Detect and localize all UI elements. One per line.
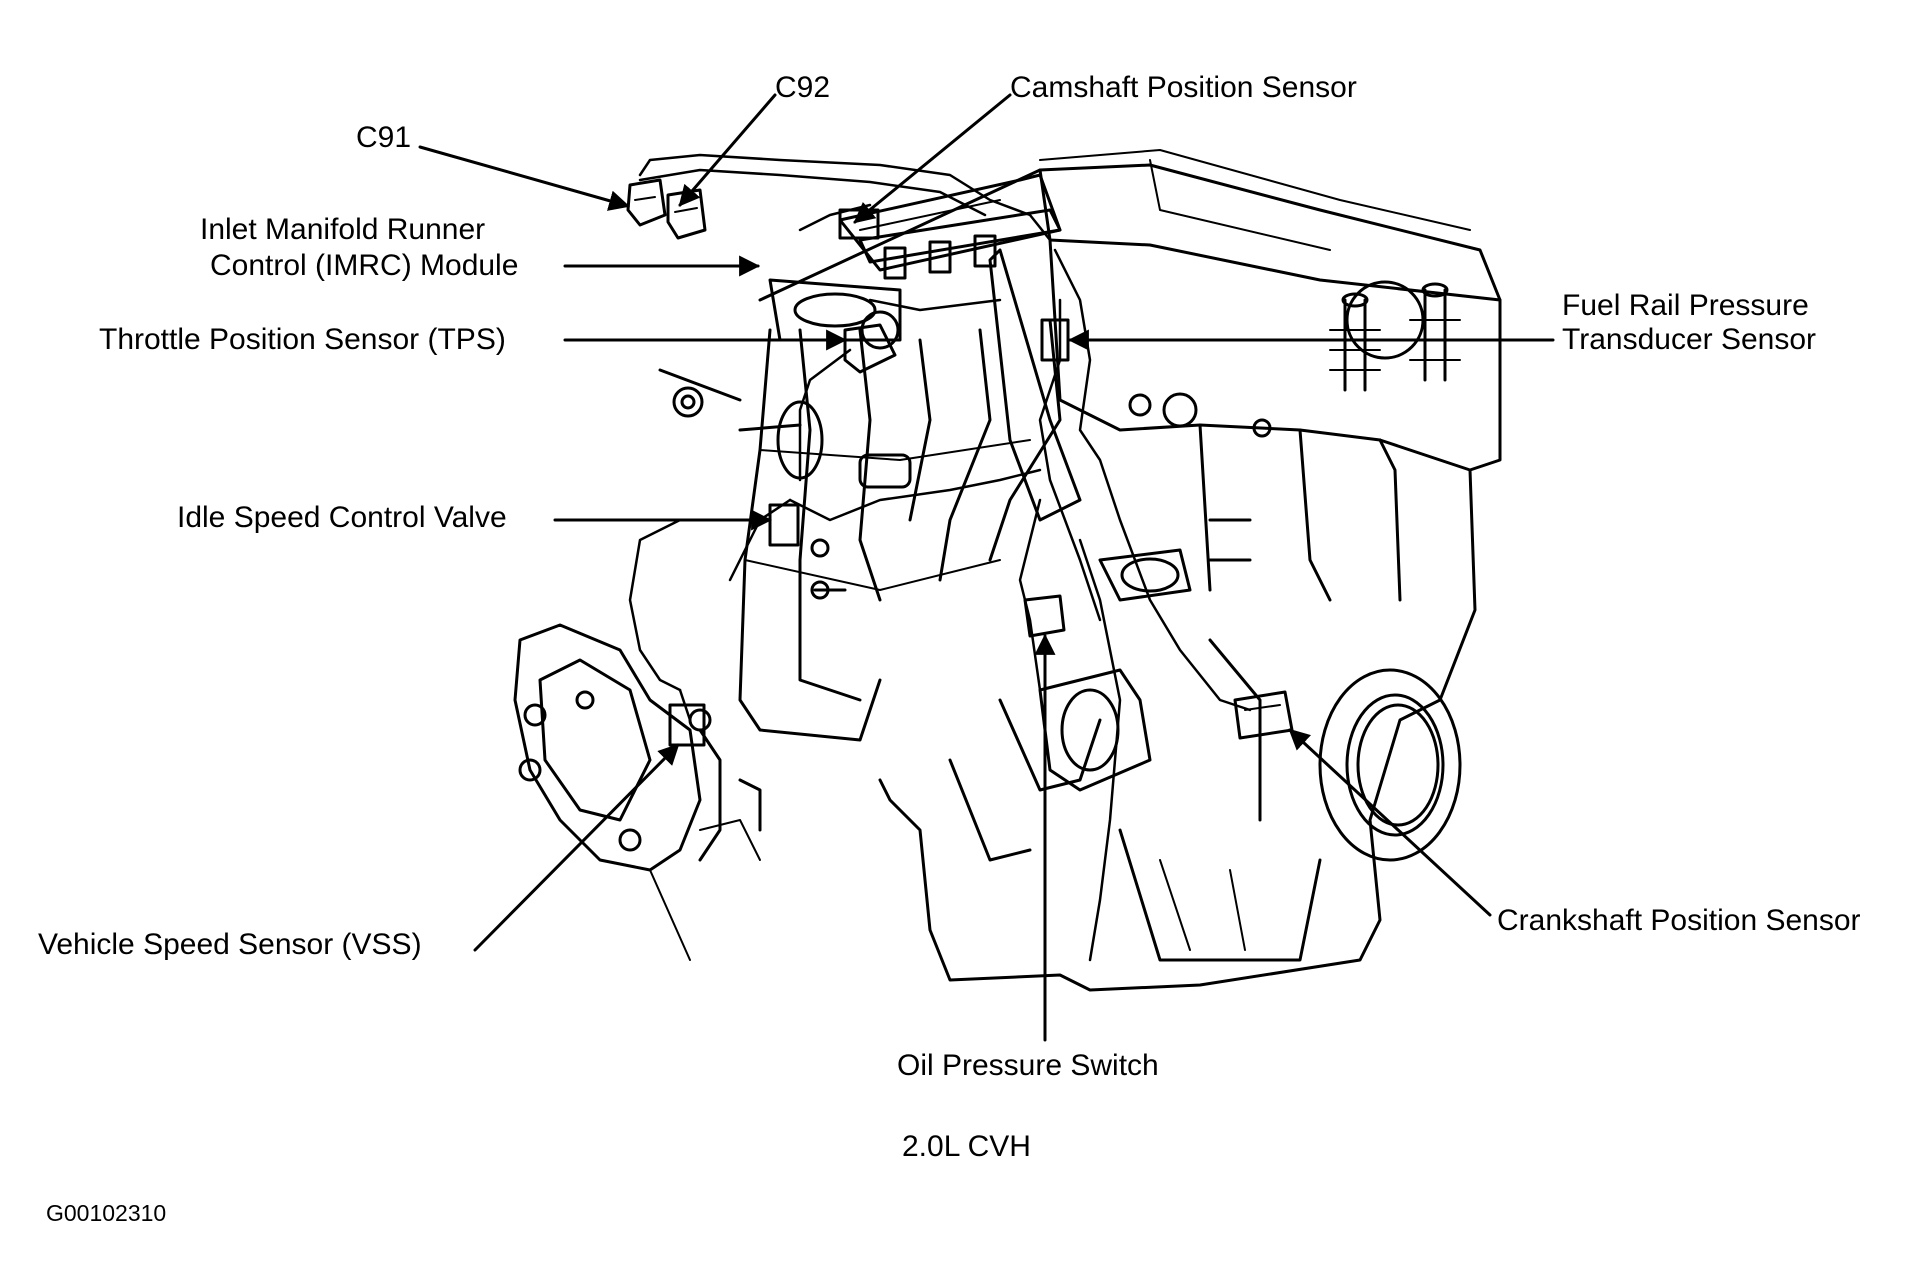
engine-block — [758, 149, 1502, 992]
fuel-rail-label-line2: Transducer Sensor — [1562, 323, 1817, 356]
intake-manifold — [658, 208, 1082, 742]
oil-switch-label: Oil Pressure Switch — [897, 1049, 1159, 1082]
c91-leader — [418, 145, 631, 211]
tps-label: Throttle Position Sensor (TPS) — [99, 323, 506, 356]
crankshaft-sensor-label: Crankshaft Position Sensor — [1497, 904, 1861, 937]
exhaust-section — [1038, 518, 1252, 792]
wiring-harness — [628, 153, 1252, 962]
imrc-label-line2: Control (IMRC) Module — [210, 249, 519, 282]
diagram-title: 2.0L CVH — [902, 1130, 1031, 1163]
c91-label: C91 — [356, 121, 412, 154]
figure-code: G00102310 — [46, 1200, 167, 1226]
imrc-label-line1: Inlet Manifold Runner — [200, 213, 486, 246]
crankshaft-leader — [1288, 728, 1492, 917]
c92-label: C92 — [775, 71, 831, 104]
idle-valve-label: Idle Speed Control Valve — [177, 501, 507, 534]
camshaft-sensor-leader — [853, 93, 1012, 224]
transaxle — [513, 623, 762, 961]
c92-leader — [678, 93, 777, 207]
vss-leader — [473, 743, 680, 952]
leader-lines — [418, 93, 1555, 1042]
vss-label: Vehicle Speed Sensor (VSS) — [38, 928, 422, 961]
fuel-rail-label-line1: Fuel Rail Pressure — [1562, 289, 1809, 322]
camshaft-sensor-label: Camshaft Position Sensor — [1010, 71, 1357, 104]
